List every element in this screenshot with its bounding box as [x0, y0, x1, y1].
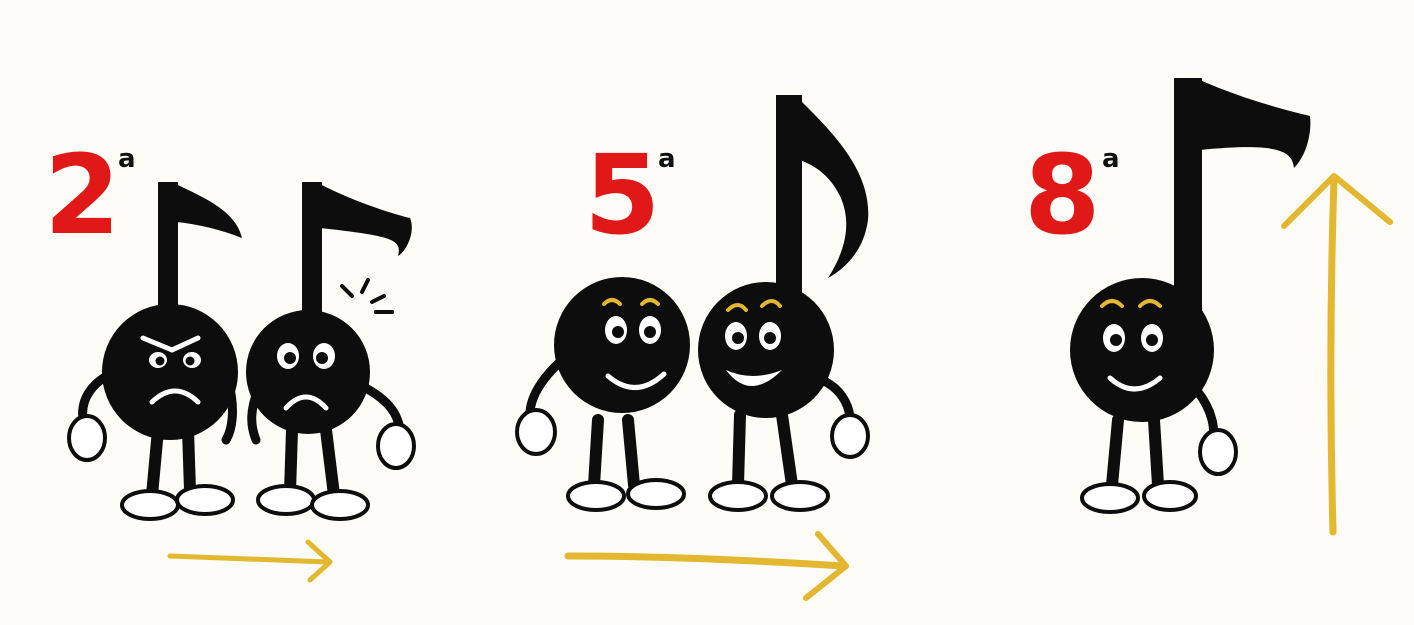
short-horizontal-arrow-icon [167, 539, 333, 583]
fifth-art [515, 95, 870, 601]
worried-note-icon [246, 182, 416, 521]
angry-note-icon [67, 182, 242, 521]
interval-ordinal: a [658, 144, 676, 174]
smiling-note-icon [1070, 78, 1311, 514]
interval-number: 5 [584, 131, 661, 259]
interval-second: 2 a [0, 0, 460, 625]
second-art [67, 182, 416, 583]
interval-number: 2 [44, 131, 121, 259]
octave-art [1070, 78, 1393, 536]
long-horizontal-arrow-icon [564, 531, 849, 601]
interval-ordinal: a [1102, 144, 1120, 174]
vertical-up-arrow-icon [1281, 173, 1393, 536]
interval-number: 8 [1024, 131, 1101, 259]
interval-fifth: 5 a [500, 0, 920, 625]
laughing-note-icon [698, 95, 870, 512]
interval-octave: 8 a [1000, 0, 1414, 625]
interval-ordinal: a [118, 144, 136, 174]
smiling-note-icon [515, 277, 690, 512]
